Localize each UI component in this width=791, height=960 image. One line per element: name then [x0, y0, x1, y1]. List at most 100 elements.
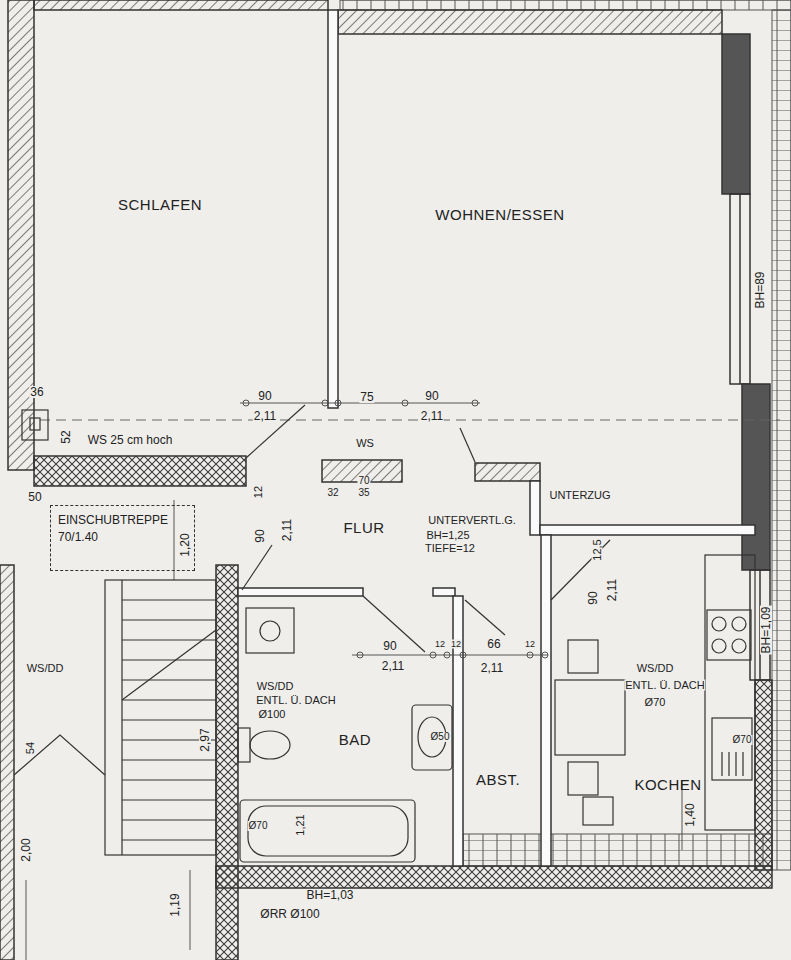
label-anchor: UNTERVERTL.G. [427, 515, 517, 526]
label-anchor: BH=1,25 [425, 530, 470, 541]
label-anchor: Ø70 [248, 821, 269, 831]
dimension-line [174, 500, 175, 580]
partition-wall [530, 481, 540, 535]
label-anchor: 12 [524, 640, 536, 649]
door-leaf [460, 428, 475, 462]
dimension-label: 2,11 [381, 660, 405, 672]
dimension-label: WS 25 cm hoch [87, 434, 174, 446]
dimension-label: 2,97 [199, 727, 211, 752]
kitchen-counter [705, 555, 755, 830]
label-anchor: WS/DD [26, 663, 65, 674]
dimension-label: ØRR Ø100 [259, 908, 320, 920]
dimension-label: UNTERVERTL.G. [427, 515, 517, 526]
dimension-label: 35 [357, 488, 370, 498]
label-anchor: TIEFE=12 [424, 543, 476, 554]
stair-arrow [14, 735, 105, 775]
label-anchor: BH=1,03 [305, 889, 354, 901]
label-anchor: 2,11 [606, 578, 618, 602]
label-anchor: 2,11 [281, 518, 293, 542]
dimension-label: WS [355, 438, 375, 449]
room-name: BAD [339, 731, 371, 748]
label-anchor: 35 [357, 488, 370, 498]
room-label: WOHNEN/ESSEN [435, 206, 564, 223]
door-leaf [246, 405, 305, 458]
fixtures [14, 410, 755, 862]
dimension-label: 52 [60, 429, 72, 444]
dimension-line [50, 495, 195, 496]
drain-board [722, 752, 743, 776]
dimension-label: 50 [27, 491, 42, 503]
label-anchor: 54 [25, 741, 36, 755]
outer-wall [216, 866, 772, 888]
label-anchor: 66 [486, 638, 501, 650]
dimension-tick [460, 652, 466, 658]
dimension-label: Ø50 [430, 732, 451, 742]
label-anchor: UNTERZUG [548, 490, 611, 501]
hotplate [712, 617, 726, 631]
kitchen-sink [712, 718, 752, 780]
shaft-box [30, 418, 40, 430]
room-label: SCHLAFEN [118, 196, 202, 213]
window [730, 194, 750, 384]
inner-wall [216, 565, 238, 960]
label-anchor: ØRR Ø100 [259, 908, 320, 920]
window-line [739, 194, 741, 384]
inner-wall [34, 456, 246, 486]
tile-strip [463, 834, 772, 866]
room-label: KOCHEN [634, 776, 701, 793]
door-leaf [363, 596, 425, 652]
room-name: WOHNEN/ESSEN [435, 206, 564, 223]
room-name: EINSCHUBTREPPE [58, 512, 168, 529]
partition-wall [541, 535, 551, 866]
outer-wall [742, 384, 770, 570]
wc-tank [238, 728, 250, 762]
dimension-label: 2,11 [480, 662, 504, 674]
label-anchor: Ø100 [258, 709, 287, 720]
label-anchor: Ø70 [644, 697, 667, 708]
label-anchor: WS/DD [636, 663, 675, 674]
door-leaf [242, 545, 272, 590]
stair-arrow [122, 630, 216, 700]
label-anchor: WS/DD [256, 681, 295, 692]
label-anchor: Ø50 [430, 732, 451, 742]
dimension-label: WS/DD [256, 681, 295, 692]
label-anchor: 2,11 [420, 410, 444, 422]
dimension-label: 66 [486, 638, 501, 650]
dimension-label: 54 [25, 741, 36, 755]
shaft-box [22, 410, 48, 440]
walls [0, 0, 772, 960]
dimension-tick [243, 400, 249, 406]
wc-bowl [250, 731, 290, 759]
label-anchor: 90 [424, 390, 439, 402]
dimension-label: 1,40 [684, 802, 696, 827]
label-anchor: 2,11 [480, 662, 504, 674]
dimension-tick [444, 652, 450, 658]
dimension-tick [402, 400, 408, 406]
dimension-label: 12 [524, 640, 536, 649]
roof-tiles [340, 0, 791, 870]
label-anchor: 2,11 [253, 410, 277, 422]
room-label: FLUR [343, 519, 384, 536]
dimension-label: 70 [357, 476, 370, 486]
label-anchor: 32 [326, 488, 339, 498]
dimension-label: WS/DD [636, 663, 675, 674]
partition-wall [540, 525, 755, 535]
dimension-tick [322, 400, 328, 406]
label-anchor: 12 [253, 485, 264, 499]
partition-wall [238, 588, 363, 596]
dimension-label: 90 [382, 640, 397, 652]
label-anchor: 1,21 [295, 813, 306, 836]
label-anchor: 36 [29, 386, 44, 398]
dimension-lines [26, 400, 682, 960]
label-anchor: ENTL. Ü. DACH [624, 680, 705, 691]
dimension-tick [430, 652, 436, 658]
washbasin-bowl [260, 621, 280, 641]
dimension-label: 12 [434, 640, 446, 649]
bathtub [240, 800, 415, 862]
label-anchor: 1,40 [684, 802, 696, 827]
dimension-label: 90 [587, 590, 599, 605]
dimension-tick [527, 652, 533, 658]
washbasin [246, 608, 294, 653]
dimension-label: Ø100 [258, 709, 287, 720]
hatch-box: EINSCHUBTREPPE70/1.40 [50, 505, 195, 571]
